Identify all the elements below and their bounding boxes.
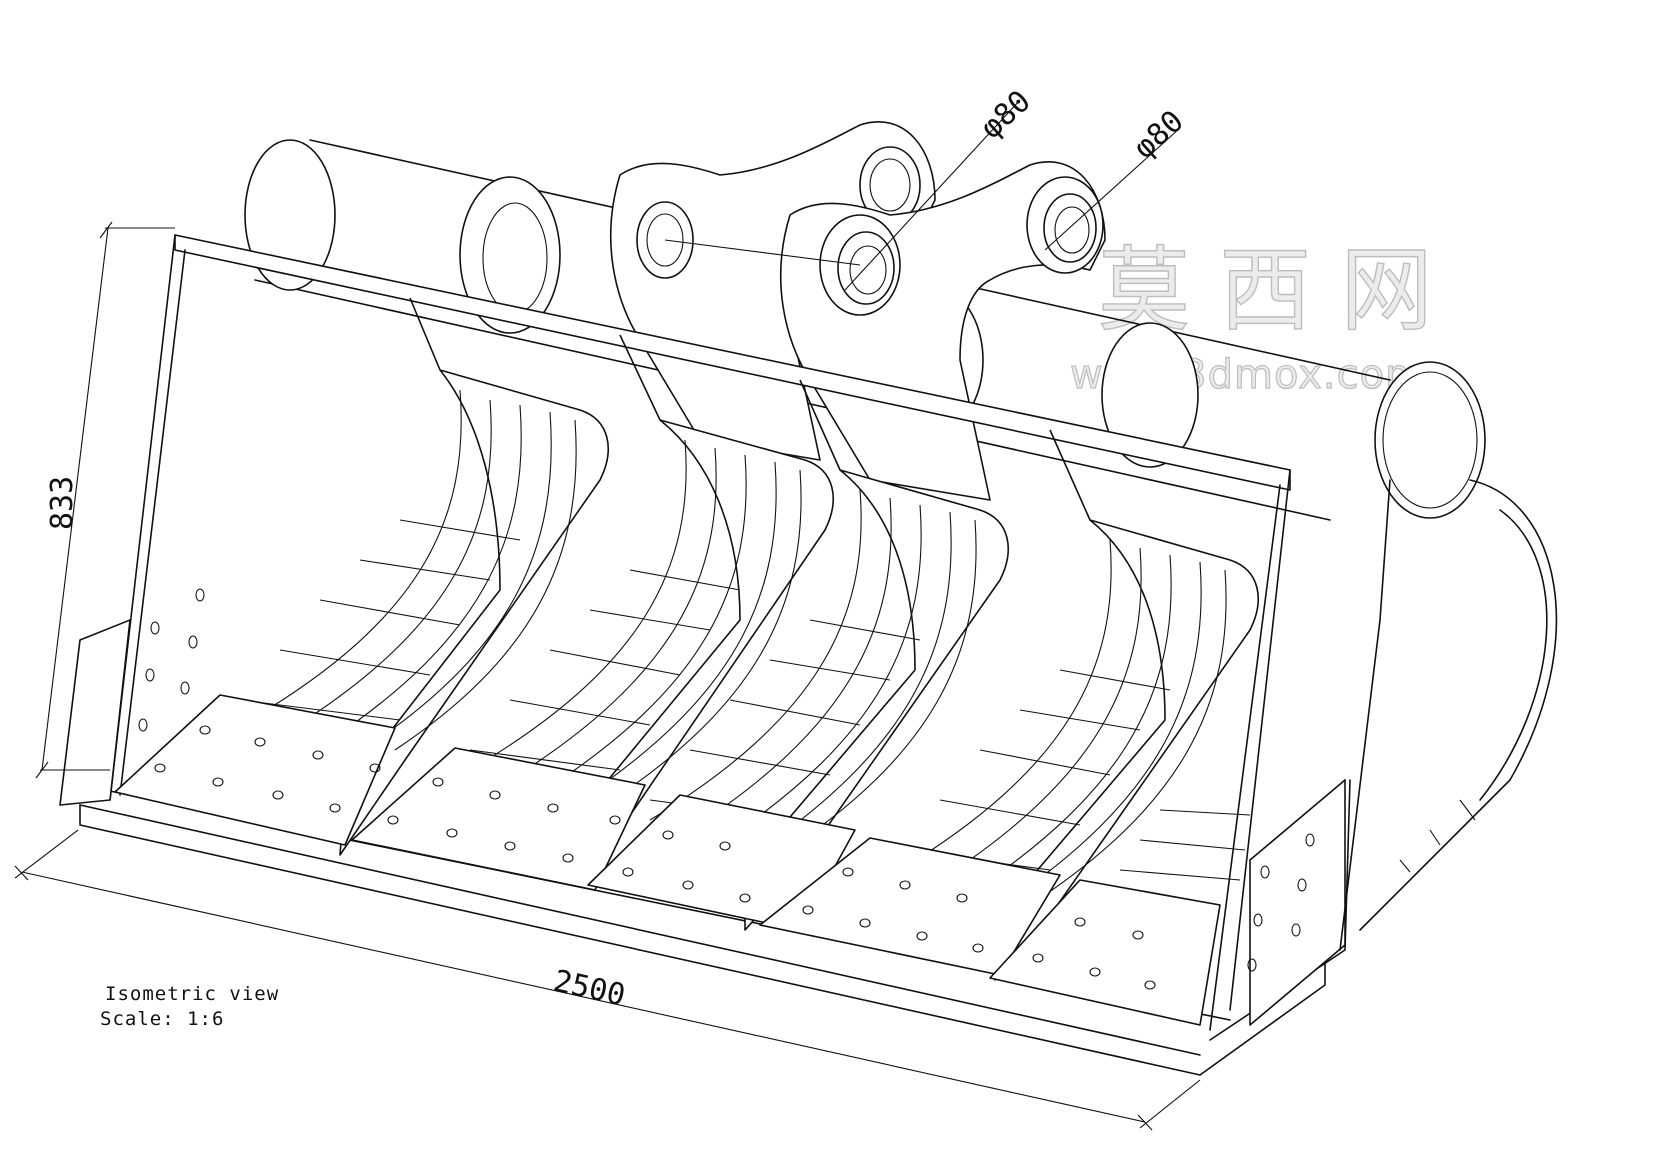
width-dimension xyxy=(14,829,1201,1131)
width-dimension-label: 2500 xyxy=(550,964,628,1014)
tine-1 xyxy=(239,297,609,856)
pin-diameter-leaders xyxy=(844,99,1181,291)
height-dimension-label: 833 xyxy=(45,476,80,530)
wear-plate-holes xyxy=(154,725,1156,990)
pin-diameter-label-2: φ80 xyxy=(1127,104,1191,166)
view-label: Isometric view xyxy=(105,983,279,1005)
bucket-frame xyxy=(59,234,1391,1076)
wear-plates xyxy=(114,694,1221,1026)
bucket-shell xyxy=(1359,479,1558,931)
tine-4 xyxy=(899,429,1259,981)
height-dimension xyxy=(35,221,175,779)
mounting-lugs xyxy=(610,121,1106,501)
tine-3 xyxy=(649,379,1009,931)
watermark: 莫 西 网 www.3dmox.com xyxy=(1069,236,1433,398)
scale-label: Scale: 1:6 xyxy=(100,1008,224,1030)
side-plate-holes xyxy=(138,588,1315,972)
pin-diameter-label-1: φ80 xyxy=(974,84,1038,146)
tine-2 xyxy=(469,334,834,881)
